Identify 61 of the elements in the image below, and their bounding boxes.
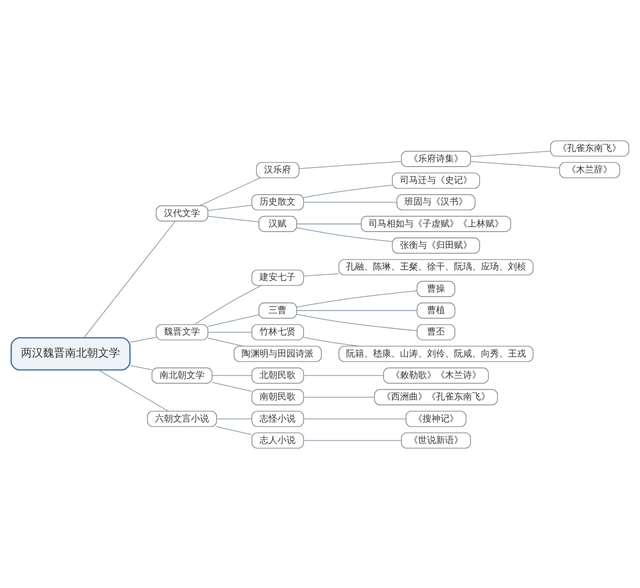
node-box: 司马相如与《子虚赋》《上林赋》 xyxy=(360,215,512,232)
node-box: 陶渊明与田园诗派 xyxy=(234,345,322,362)
node-box: 魏晋文学 xyxy=(156,324,208,340)
connector xyxy=(194,284,262,324)
node-box: 《乐府诗集》 xyxy=(401,150,471,166)
connector xyxy=(296,313,418,331)
connector xyxy=(303,201,398,202)
node-box: 汉赋 xyxy=(258,215,297,232)
connector xyxy=(84,220,176,338)
connector xyxy=(303,418,406,419)
node-box: 《世说新语》 xyxy=(401,432,471,448)
node-box: 张衡与《归田赋》 xyxy=(392,237,480,254)
connector xyxy=(208,337,244,346)
node-box: 孔融、陈琳、王粲、徐干、阮瑀、应玚、刘桢 xyxy=(338,258,534,275)
node-box: 司马迁与《史记》 xyxy=(392,172,480,188)
node-box: 竹林七贤 xyxy=(252,324,304,340)
node-box: 《孔雀东南飞》 xyxy=(550,140,630,156)
node-box: 两汉魏晋南北朝文学 xyxy=(10,336,131,370)
node-box: 《木兰辞》 xyxy=(559,162,620,178)
node-box: 《敕勒歌》《木兰诗》 xyxy=(383,367,489,384)
connector xyxy=(298,160,402,169)
connector xyxy=(216,418,252,419)
node-box: 南北朝文学 xyxy=(152,367,212,384)
node-box: 北朝民歌 xyxy=(252,367,304,384)
connector xyxy=(303,396,375,398)
connector xyxy=(296,290,418,308)
node-box: 志怪小说 xyxy=(252,410,304,426)
node-box: 汉乐府 xyxy=(256,162,300,178)
connector xyxy=(212,381,252,392)
node-box: 南朝民歌 xyxy=(252,388,304,405)
connector xyxy=(199,177,260,206)
connector xyxy=(470,150,551,156)
node-box: 班固与《汉书》 xyxy=(396,194,476,210)
node-box: 志人小说 xyxy=(252,432,304,448)
connector xyxy=(303,336,360,346)
connector xyxy=(212,374,252,376)
node-box: 《搜神记》 xyxy=(406,410,466,426)
connector xyxy=(303,272,339,276)
node-box: 建安七子 xyxy=(252,269,304,286)
node-box: 阮籍、嵇康、山涛、刘伶、阮咸、向秀、王戎 xyxy=(338,345,534,362)
connector xyxy=(130,336,156,342)
connector xyxy=(216,426,252,435)
connector xyxy=(208,314,260,326)
node-box: 曹丕 xyxy=(416,324,456,340)
node-box: 曹操 xyxy=(416,280,456,296)
connector xyxy=(303,184,393,198)
connector xyxy=(208,331,252,332)
node-box: 《西洲曲》《孔雀东南飞》 xyxy=(374,388,498,405)
node-box: 汉代文学 xyxy=(156,204,208,221)
node-box: 曹植 xyxy=(416,302,456,318)
connector xyxy=(130,364,152,370)
connector xyxy=(296,226,393,242)
connector xyxy=(208,204,252,210)
connector xyxy=(296,223,362,224)
node-box: 三曹 xyxy=(258,302,297,318)
connector xyxy=(98,369,169,411)
node-box: 历史散文 xyxy=(252,194,304,210)
node-box: 六朝文言小说 xyxy=(147,410,217,426)
connector xyxy=(208,215,260,222)
connector xyxy=(470,160,560,168)
connector xyxy=(303,374,384,376)
